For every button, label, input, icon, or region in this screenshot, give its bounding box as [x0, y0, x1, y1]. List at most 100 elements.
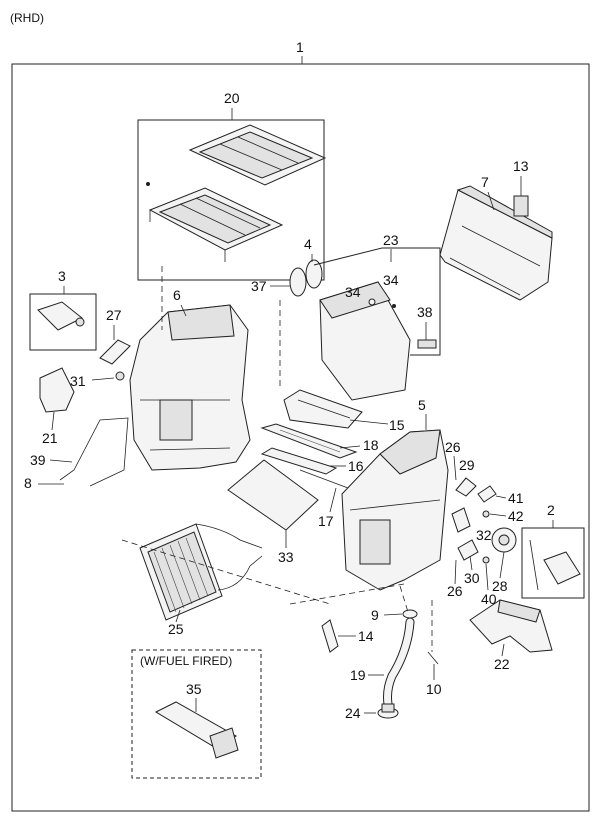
- evap-screw: [392, 304, 396, 308]
- callout-9: 9: [371, 607, 379, 623]
- callout-26a: 26: [445, 439, 461, 455]
- callout-19: 19: [350, 667, 366, 683]
- door-rod: [299, 469, 349, 489]
- leader-21: [51, 411, 55, 431]
- rhd-label: (RHD): [10, 11, 44, 25]
- leader-22: [501, 643, 505, 657]
- callout-30: 30: [464, 570, 480, 586]
- callout-2: 2: [547, 502, 555, 518]
- callout-32: 32: [476, 527, 492, 543]
- callout-17: 17: [318, 513, 334, 529]
- callout-26b: 26: [447, 583, 463, 599]
- fuel-fired-label: (W/FUEL FIRED): [140, 654, 232, 668]
- leader-26b: [454, 559, 457, 585]
- callout-42: 42: [508, 508, 524, 524]
- callout-38: 38: [417, 304, 433, 320]
- door-lever-29: [455, 477, 477, 497]
- air-filter-lower: [148, 187, 284, 262]
- filter-box-frame: [137, 119, 325, 281]
- drain-hose-inner: [384, 618, 414, 708]
- callout-18: 18: [363, 437, 379, 453]
- callout-4: 4: [304, 236, 312, 252]
- mode-actuator: [37, 301, 85, 331]
- evaporator-box-frame: [313, 247, 441, 356]
- guide-line: [121, 539, 331, 605]
- callout-21: 21: [42, 430, 58, 446]
- leader-28: [499, 551, 505, 579]
- callout-23: 23: [383, 232, 399, 248]
- temp-door: [260, 423, 358, 459]
- callout-8: 8: [24, 475, 32, 491]
- defrost-door: [260, 447, 338, 475]
- callout-22: 22: [494, 656, 510, 672]
- callout-39: 39: [30, 452, 46, 468]
- callout-34a: 34: [383, 272, 399, 288]
- drain-clamp: [402, 609, 418, 619]
- fuel-fired-box: [131, 649, 262, 779]
- temp-actuator: [529, 539, 581, 591]
- callout-14: 14: [358, 628, 374, 644]
- lever-30: [457, 539, 479, 561]
- grommet-24: [377, 703, 399, 719]
- duct-clip: [513, 195, 529, 217]
- evap-bracket: [417, 339, 437, 349]
- blower-duct: [439, 185, 553, 301]
- leader-6: [180, 304, 187, 317]
- callout-13: 13: [513, 158, 529, 174]
- mode-door: [283, 389, 363, 429]
- leader-39: [49, 459, 73, 463]
- callout-20: 20: [224, 90, 240, 106]
- callout-5: 5: [418, 397, 426, 413]
- cam-32: [451, 507, 471, 533]
- leader-7: [487, 191, 495, 211]
- heater-case-left: [129, 304, 251, 471]
- heater-core: [139, 523, 263, 621]
- leader-31: [91, 377, 115, 381]
- callout-28: 28: [492, 578, 508, 594]
- callout-34b: 34: [345, 284, 361, 300]
- door-shaft-15: [349, 419, 389, 425]
- callout-7: 7: [481, 174, 489, 190]
- bracket-14: [321, 619, 339, 653]
- callout-37: 37: [251, 278, 267, 294]
- air-filter-upper: [188, 124, 327, 186]
- expansion-valve: [368, 298, 376, 306]
- callout-10: 10: [426, 681, 442, 697]
- callout-33: 33: [278, 549, 294, 565]
- callout-35: 35: [186, 681, 202, 697]
- drain-pin: [427, 651, 439, 665]
- blower-motor-actuator: [39, 367, 75, 413]
- insulation-pad: [227, 459, 319, 531]
- callout-6: 6: [173, 287, 181, 303]
- leader-25: [175, 609, 181, 623]
- assembly-frame: [11, 63, 590, 812]
- gear-28: [491, 527, 517, 553]
- leader-40: [485, 563, 489, 591]
- heater-case-right: [341, 429, 449, 591]
- callout-29: 29: [459, 457, 475, 473]
- callout-25: 25: [168, 621, 184, 637]
- clip-42: [482, 510, 490, 518]
- leader-41: [495, 495, 507, 499]
- link-41: [477, 485, 497, 503]
- callout-40: 40: [481, 591, 497, 607]
- callout-3: 3: [58, 268, 66, 284]
- leader-42: [489, 513, 507, 517]
- rear-floor-duct: [469, 599, 553, 653]
- guide-line: [399, 585, 409, 613]
- leader-17: [329, 487, 337, 513]
- callout-24: 24: [345, 705, 361, 721]
- actuator-box-frame: [29, 293, 97, 351]
- filter-screw: [146, 182, 150, 186]
- callout-15: 15: [389, 417, 405, 433]
- leader-9: [383, 613, 403, 616]
- seal-rings: [289, 259, 323, 297]
- leader-18: [339, 445, 361, 449]
- leader-26a: [453, 455, 457, 481]
- lever-clip: [115, 371, 125, 381]
- fuel-fired-heater: [154, 701, 239, 759]
- callout-1: 1: [296, 39, 304, 55]
- callout-31: 31: [70, 373, 86, 389]
- clip-40: [482, 556, 490, 564]
